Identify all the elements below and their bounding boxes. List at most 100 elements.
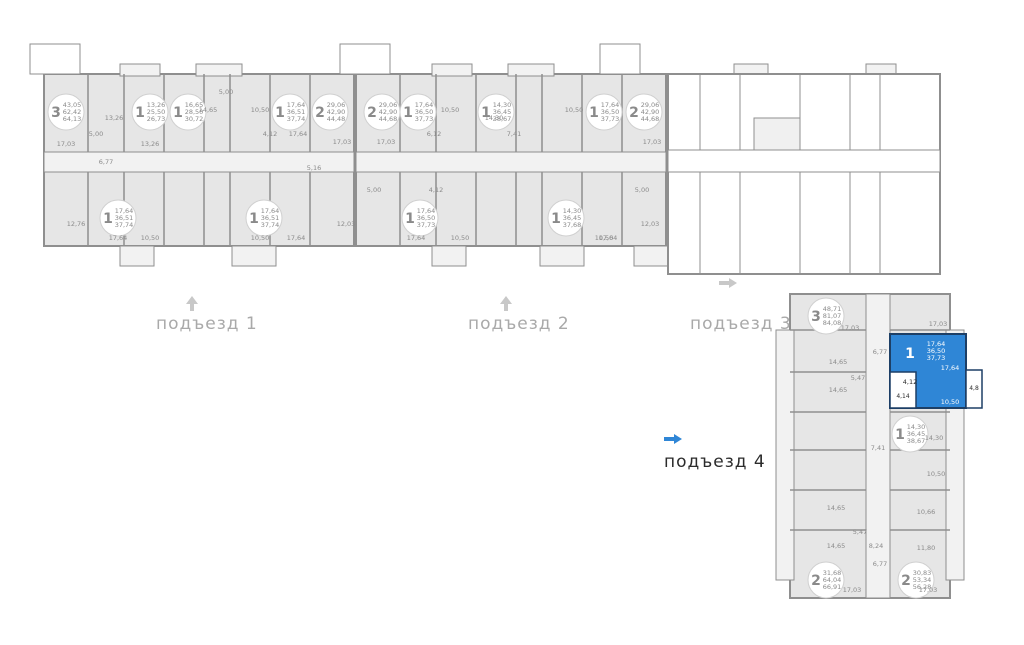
room-area-label-31: 17,64 — [599, 234, 618, 242]
room-area-label-37: 6,77 — [873, 348, 887, 356]
room-area-label-45: 14,65 — [827, 504, 846, 512]
room-area-label-41: 10,50 — [927, 470, 946, 478]
entrance-2-label[interactable]: подъезд 2 — [468, 314, 570, 334]
selected-apartment-loggia — [965, 369, 983, 409]
apartment-rooms-7: 1 — [481, 105, 491, 121]
bottom-bay-2 — [431, 245, 467, 267]
entrance-2-arrow-icon — [500, 296, 512, 304]
room-area-label-47: 14,65 — [827, 542, 846, 550]
selected-bath-area: 4,14 — [896, 393, 910, 400]
room-area-label-14: 10,50 — [141, 234, 160, 242]
entrance-4-arrow-stem — [664, 437, 674, 441]
room-area-label-46: 5,47 — [853, 528, 867, 536]
room-area-label-7: 17,64 — [289, 130, 308, 138]
apartment-area-c-16: 66,91 — [823, 583, 842, 591]
apartment-badge-4 — [311, 93, 349, 131]
room-area-label-28: 10,50 — [565, 106, 584, 114]
apartment-area-c-11: 37,74 — [261, 221, 280, 229]
room-area-label-21: 10,50 — [441, 106, 460, 114]
room-area-label-25: 12,03 — [641, 220, 660, 228]
bottom-bay-1 — [231, 245, 277, 267]
apartment-area-b-1: 25,50 — [147, 108, 166, 116]
entrance-2-arrow-stem — [504, 303, 508, 311]
apartment-badge-1 — [131, 93, 169, 131]
apartment-area-c-3: 37,74 — [287, 115, 306, 123]
apartment-area-a-16: 31,68 — [823, 569, 842, 577]
apartment-area-a-14: 48,71 — [823, 305, 842, 313]
room-area-label-24: 4,12 — [429, 186, 443, 194]
apartment-area-b-16: 64,04 — [823, 576, 842, 584]
apartment-area-a-6: 17,64 — [415, 101, 434, 109]
apartment-area-a-5: 29,06 — [379, 101, 398, 109]
room-area-label-16: 17,64 — [287, 234, 306, 242]
selected-hall-area: 4,12 — [903, 378, 917, 386]
apartment-rooms-3: 1 — [275, 105, 285, 121]
room-area-label-33: 17,03 — [841, 324, 860, 332]
room-area-label-10: 17,03 — [333, 138, 352, 146]
apartment-area-a-0: 43,05 — [63, 101, 82, 109]
apartment-rooms-12: 1 — [405, 211, 415, 227]
corner-bay-0 — [29, 43, 81, 75]
apartment-area-a-1: 13,26 — [147, 101, 166, 109]
apartment-area-c-7: 38,67 — [493, 115, 512, 123]
apartment-area-b-11: 36,51 — [261, 214, 280, 222]
room-area-label-35: 5,47 — [851, 374, 865, 382]
room-area-label-8: 4,12 — [263, 130, 277, 138]
room-area-label-5: 5,00 — [219, 88, 233, 96]
apartment-rooms-0: 3 — [51, 105, 61, 121]
room-area-label-17: 12,03 — [337, 220, 356, 228]
apartment-badge-9 — [625, 93, 663, 131]
apartment-rooms-4: 2 — [315, 105, 325, 121]
apartment-area-c-6: 37,73 — [415, 115, 434, 123]
room-area-label-27: 17,03 — [643, 138, 662, 146]
apartment-rooms-8: 1 — [589, 105, 599, 121]
apartment-area-c-14: 84,08 — [823, 319, 842, 327]
room-area-label-48: 6,77 — [873, 560, 887, 568]
apartment-area-c-9: 44,68 — [641, 115, 660, 123]
apartment-rooms-5: 2 — [367, 105, 377, 121]
apartment-area-c-5: 44,68 — [379, 115, 398, 123]
apartment-area-a-8: 17,64 — [601, 101, 620, 109]
section-3-block — [667, 73, 941, 275]
room-area-label-19: 17,03 — [377, 138, 396, 146]
apartment-area-c-15: 38,67 — [907, 437, 926, 445]
top-bay-1 — [195, 63, 243, 77]
room-area-label-39: 14,30 — [925, 434, 944, 442]
entrance-3-label[interactable]: подъезд 3 — [690, 314, 792, 334]
selected-apartment-rooms: 1 — [905, 346, 915, 362]
apartment-area-c-17: 56,28 — [913, 583, 932, 591]
section-4-corridor — [865, 293, 891, 599]
corner-bay-1 — [339, 43, 391, 75]
apartment-area-b-7: 36,45 — [493, 108, 512, 116]
apartment-area-c-13: 37,68 — [563, 221, 582, 229]
apartment-area-a-15: 14,30 — [907, 423, 926, 431]
apartment-area-c-0: 64,13 — [63, 115, 82, 123]
apartment-area-b-10: 36,51 — [115, 214, 134, 222]
selected-room-area: 17,64 — [941, 364, 960, 372]
apartment-rooms-6: 1 — [403, 105, 413, 121]
apartment-rooms-10: 1 — [103, 211, 113, 227]
selected-loggia-area: 4,8 — [969, 385, 979, 392]
apartment-area-a-2: 16,65 — [185, 101, 204, 109]
apartment-badge-13 — [547, 199, 585, 237]
entrance-3-arrow-icon — [729, 278, 737, 288]
apartment-area-b-12: 36,50 — [417, 214, 436, 222]
room-area-label-2: 5,00 — [89, 130, 103, 138]
apartment-badge-2 — [169, 93, 207, 131]
apartment-area-a-10: 17,64 — [115, 207, 134, 215]
apartment-badge-16 — [807, 561, 845, 599]
entrance-4-label[interactable]: подъезд 4 — [664, 452, 766, 472]
selected-apartment-area-b: 36,50 — [927, 347, 946, 355]
section-3-stair — [753, 117, 801, 151]
room-area-label-11: 12,76 — [67, 220, 86, 228]
entrance-1-label[interactable]: подъезд 1 — [156, 314, 258, 334]
room-area-label-1: 13,26 — [105, 114, 124, 122]
selected-apartment-area-c: 37,73 — [927, 354, 946, 362]
corner-bay-2 — [599, 43, 641, 75]
room-area-label-40: 7,41 — [871, 444, 885, 452]
apartment-badge-11 — [245, 199, 283, 237]
apartment-rooms-16: 2 — [811, 573, 821, 589]
apartment-rooms-1: 1 — [135, 105, 145, 121]
room-area-label-23: 10,50 — [451, 234, 470, 242]
